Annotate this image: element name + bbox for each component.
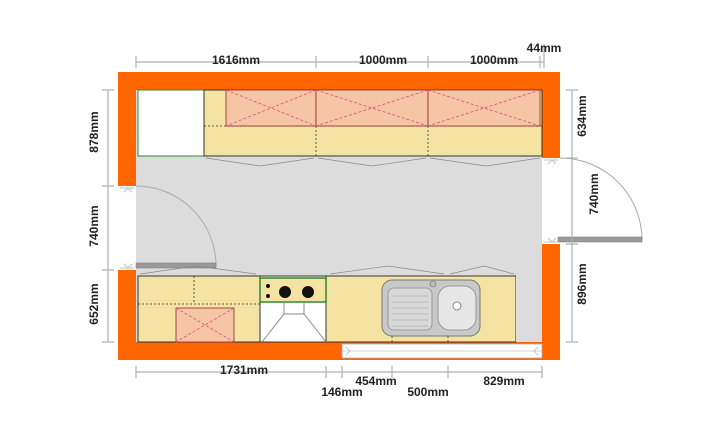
bottom-wall-cabinet <box>175 307 235 343</box>
fridge <box>137 89 205 157</box>
top-wall-cabinets <box>225 89 541 127</box>
dim-top-1: 1616mm <box>212 53 260 67</box>
dim-left-2: 740mm <box>87 205 101 246</box>
wall-left-upper <box>118 72 136 186</box>
wall-left-lower <box>118 270 136 360</box>
door-opening-right <box>542 158 560 244</box>
dim-right-1: 634mm <box>575 95 589 136</box>
top-cabinet-door-marks <box>205 157 541 167</box>
hob-burners-icon[interactable] <box>259 275 327 343</box>
wall-top <box>118 72 560 90</box>
bottom-cabinet-door-marks <box>139 265 515 275</box>
wall-cabinet-cross-marks <box>225 89 541 127</box>
dim-bottom-5: 829mm <box>483 374 524 388</box>
dim-left-3: 652mm <box>87 283 101 324</box>
wall-right-upper <box>542 72 560 158</box>
dim-top-4: 44mm <box>527 41 562 55</box>
dim-bottom-3: 454mm <box>355 374 396 388</box>
door-swing-icon[interactable] <box>135 185 217 269</box>
bottom-radiator <box>341 343 543 359</box>
dimension-labels: 1616mm 1000mm 1000mm 44mm 878mm 740mm 65… <box>87 41 601 399</box>
wall-right-lower <box>542 244 560 360</box>
dim-right-3: 896mm <box>575 263 589 304</box>
door-opening-left <box>118 186 136 270</box>
dimension-lines <box>102 44 578 378</box>
door-swing-icon[interactable] <box>557 157 643 243</box>
dim-bottom-4: 500mm <box>407 385 448 399</box>
dim-top-3: 1000mm <box>470 53 518 67</box>
dim-bottom-1: 1731mm <box>220 363 268 377</box>
double-sink-icon[interactable] <box>381 279 481 337</box>
door-frame-marks <box>120 159 558 269</box>
dim-top-2: 1000mm <box>359 53 407 67</box>
dim-left-1: 878mm <box>87 111 101 152</box>
dim-right-2: 740mm <box>587 173 601 214</box>
dim-bottom-2: 146mm <box>321 385 362 399</box>
